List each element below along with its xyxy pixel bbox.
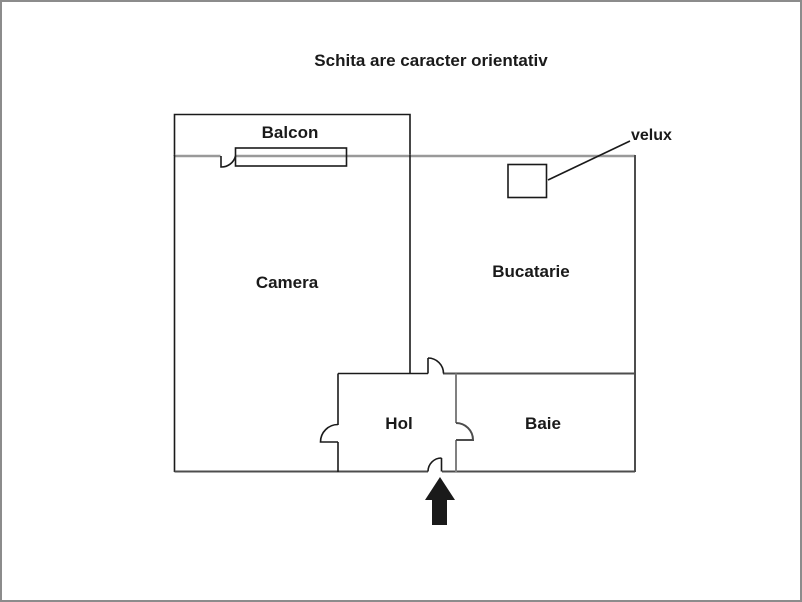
room-label-balcon: Balcon [261,123,319,142]
kitchen-door [427,357,445,374]
balcony-door [220,155,237,168]
room-label-baie: Baie [525,414,561,433]
velux-window [507,163,548,199]
velux-label: velux [631,127,672,144]
room-label-bucatarie: Bucatarie [492,262,570,281]
room-label-camera: Camera [255,273,319,292]
entrance-door [427,457,443,472]
camera-door [319,423,339,443]
velux-pointer-line [547,140,631,181]
page-title: Schita are caracter orientativ [314,51,548,70]
room-label-hol: Hol [385,414,413,433]
balcony-walls [173,113,411,156]
baie-door [455,422,475,441]
entrance-arrow-icon [425,477,455,525]
